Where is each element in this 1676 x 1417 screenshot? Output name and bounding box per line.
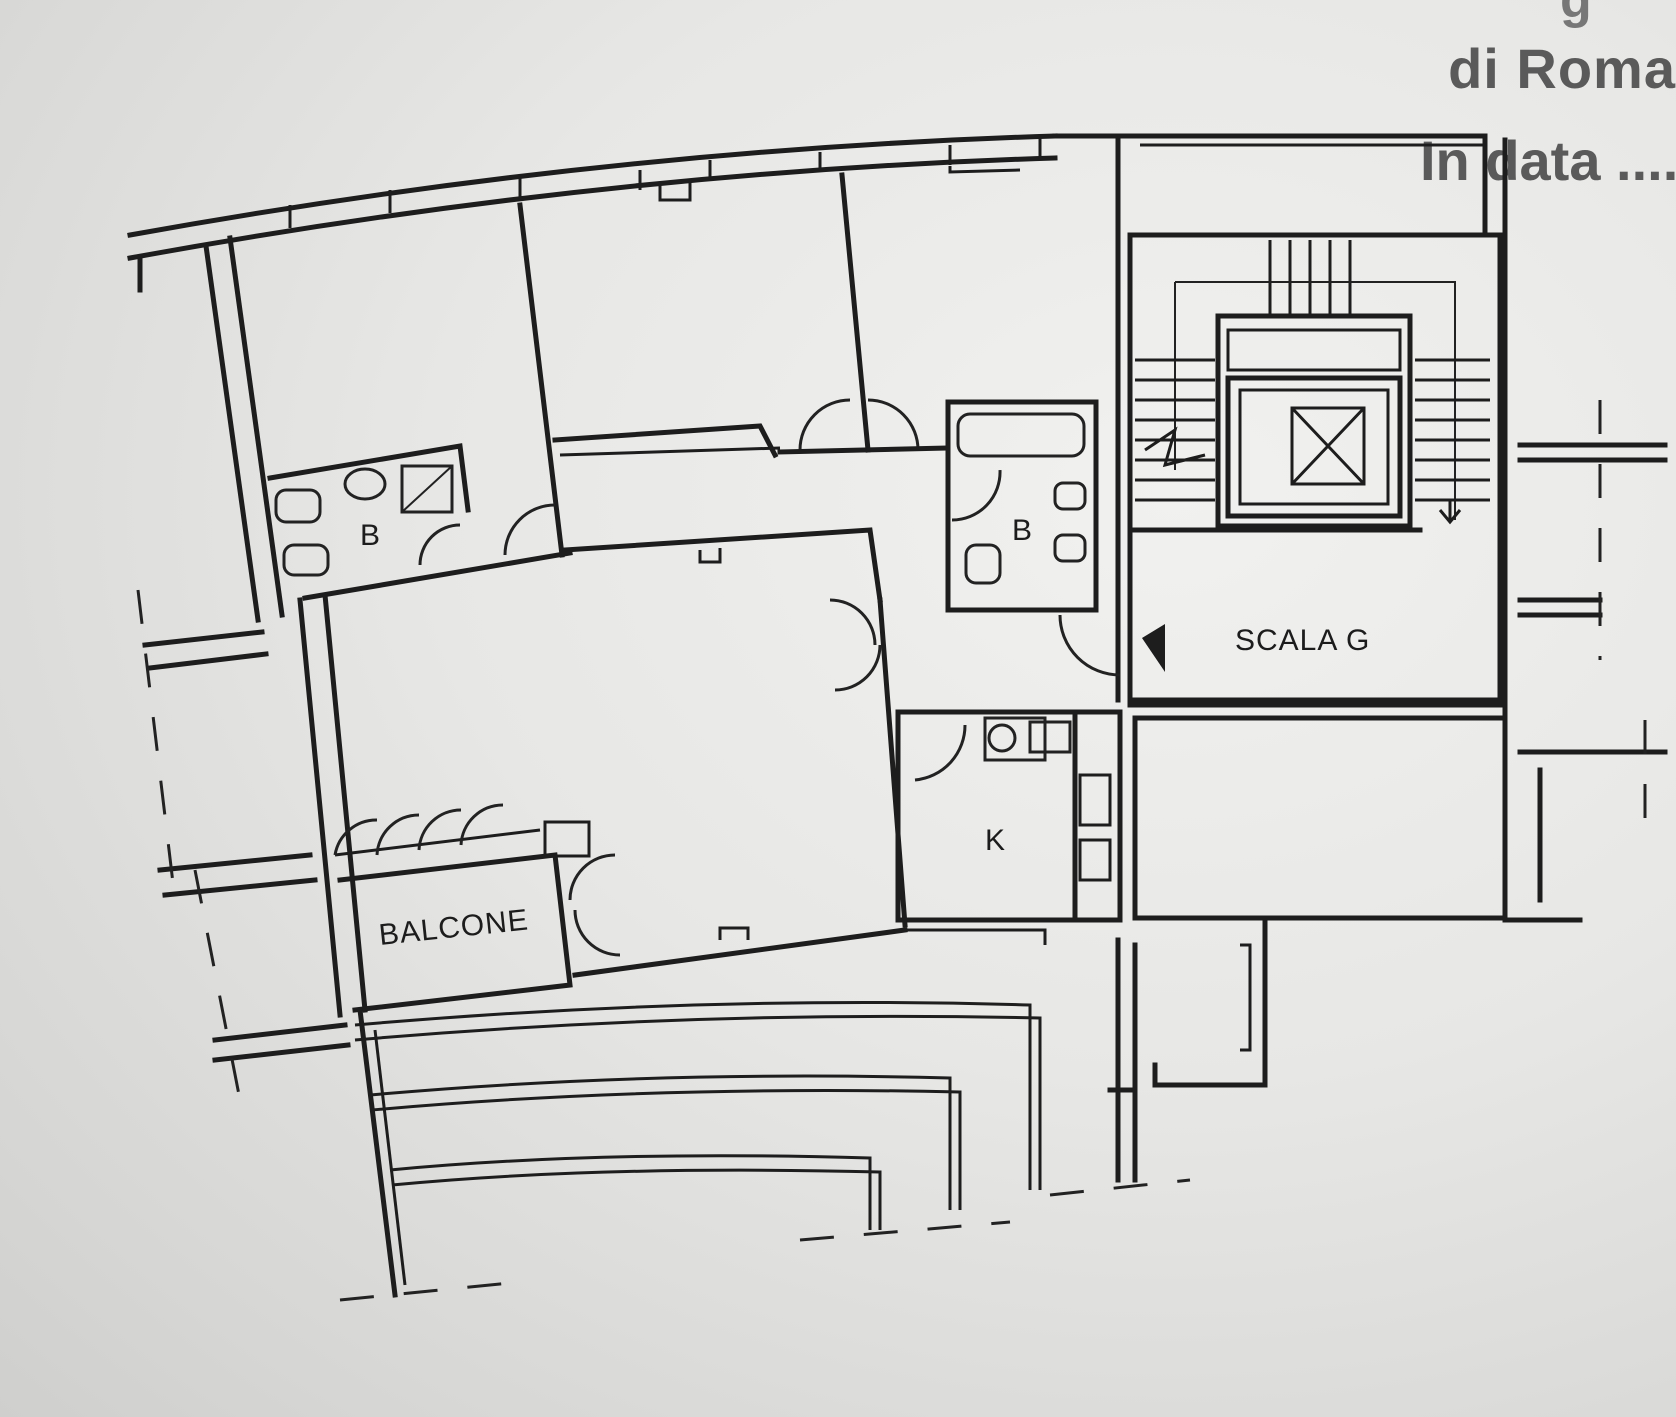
balcony: BALCONE [333, 803, 621, 1013]
header-date: In data .... [1420, 129, 1676, 192]
corridor [302, 398, 948, 603]
entrance-triangle-icon [1142, 624, 1165, 672]
room-label-bath-left: B [360, 519, 381, 552]
room-label-stair: SCALA G [1235, 624, 1370, 657]
room-kitchen: K [895, 709, 1123, 923]
room-lower-right [1107, 715, 1508, 1183]
bathroom-left: B [274, 464, 556, 577]
room-living [297, 548, 1047, 1018]
exterior-left [136, 589, 1191, 1302]
stair-direction-arrow-icon [1438, 500, 1462, 525]
terraces-bottom [354, 1001, 1042, 1298]
exterior-right [1502, 400, 1668, 923]
room-label-kitchen: K [985, 824, 1006, 857]
facade-top [127, 133, 1488, 261]
room-bedroom-left [137, 172, 871, 671]
header-fragment: g [1560, 0, 1592, 29]
stair-core: SCALA G [1058, 135, 1508, 923]
elevator-cross-icon [1290, 406, 1366, 486]
room-label-balcony: BALCONE [377, 903, 530, 952]
room-label-bath-right: B [1012, 514, 1033, 547]
stair-break-icon [1144, 426, 1206, 468]
bathroom-right: B [945, 399, 1099, 613]
header-city: di Roma [1448, 37, 1676, 100]
